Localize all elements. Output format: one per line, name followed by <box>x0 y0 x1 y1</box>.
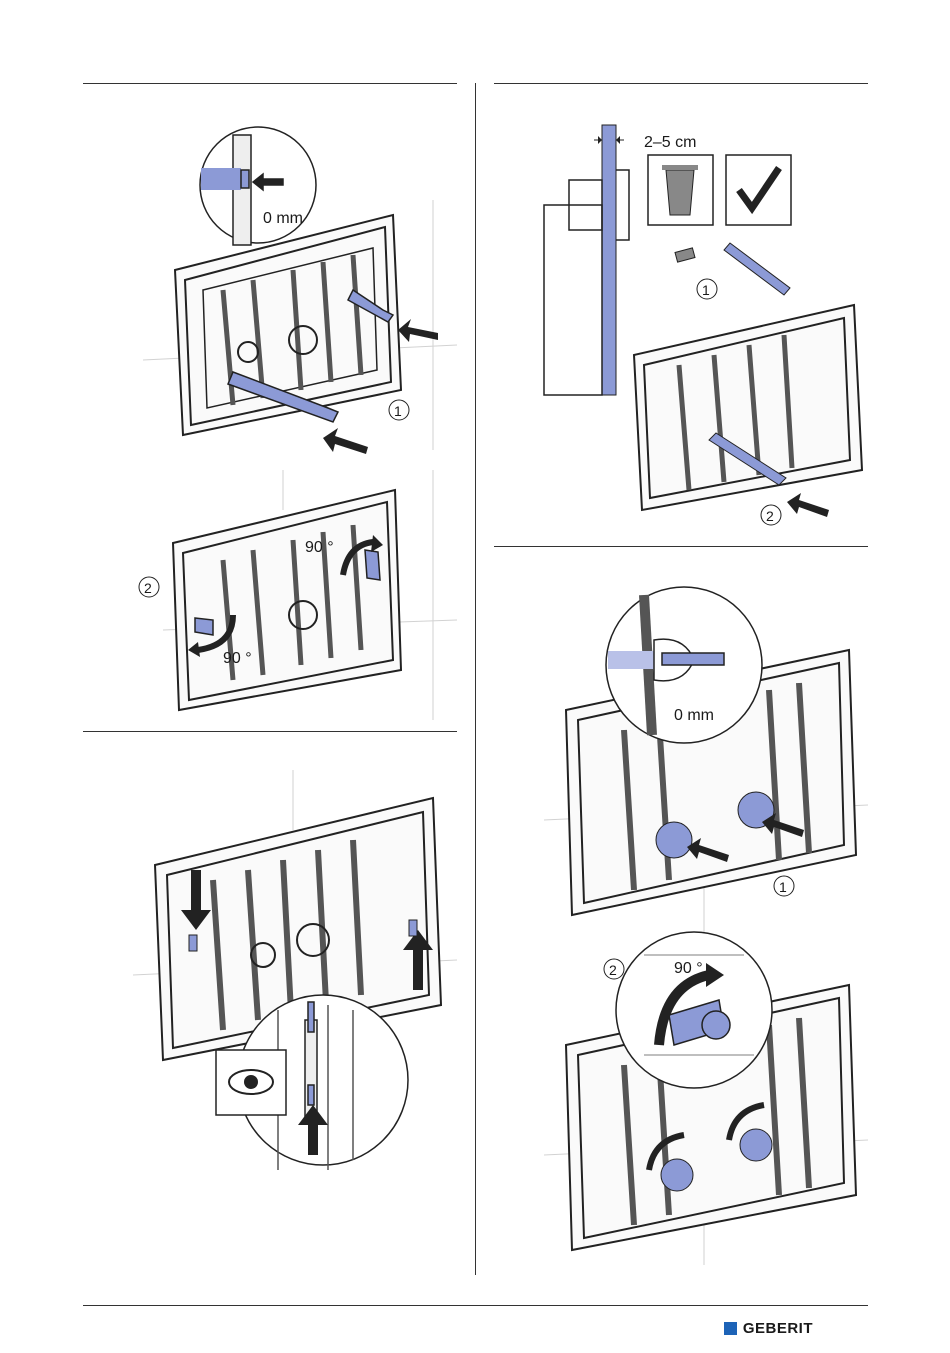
step3-num-2: 2 <box>766 508 774 524</box>
mid-rule-right <box>494 546 868 547</box>
frame-drawing-2 <box>173 490 401 710</box>
angle-label-4: 90 ° <box>674 960 703 977</box>
angle-label-bottom: 90 ° <box>223 650 252 667</box>
range-label: 2–5 cm <box>644 134 696 151</box>
eye-icon <box>216 1050 286 1115</box>
detail-magnifier-4 <box>616 932 772 1088</box>
geberit-logo: GEBERIT <box>724 1320 813 1337</box>
recycle-bin-icon <box>648 155 713 225</box>
step-2-num: 2 <box>144 580 152 596</box>
arrow-step3 <box>787 493 829 517</box>
top-rule-left <box>83 83 457 84</box>
bottom-rule <box>83 1305 868 1306</box>
gap-label-1: 0 mm <box>263 210 303 227</box>
logo-square-icon <box>724 1322 737 1335</box>
frame-drawing-4 <box>634 305 862 510</box>
panel-step3: 2–5 cm 1 2 <box>494 90 868 540</box>
center-divider <box>475 83 476 1275</box>
panel-step1: 0 mm 1 90 ° 90 ° 2 <box>83 90 457 725</box>
step4-num-2: 2 <box>609 962 617 978</box>
step3-num-1: 1 <box>702 282 710 298</box>
step-1-num: 1 <box>394 403 402 419</box>
checkmark-icon <box>726 155 791 225</box>
angle-label-top: 90 ° <box>305 539 334 556</box>
top-rule-right <box>494 83 868 84</box>
step4-num-1: 1 <box>779 879 787 895</box>
mid-rule-left <box>83 731 457 732</box>
brand-name: GEBERIT <box>743 1320 813 1337</box>
panel-step2 <box>83 740 457 1300</box>
arrow-top <box>398 319 438 342</box>
arrow-bottom <box>323 428 368 454</box>
gap-label-4: 0 mm <box>674 707 714 724</box>
panel-step4: 0 mm 1 90 ° 2 <box>494 555 868 1270</box>
detail-magnifier <box>200 127 316 245</box>
